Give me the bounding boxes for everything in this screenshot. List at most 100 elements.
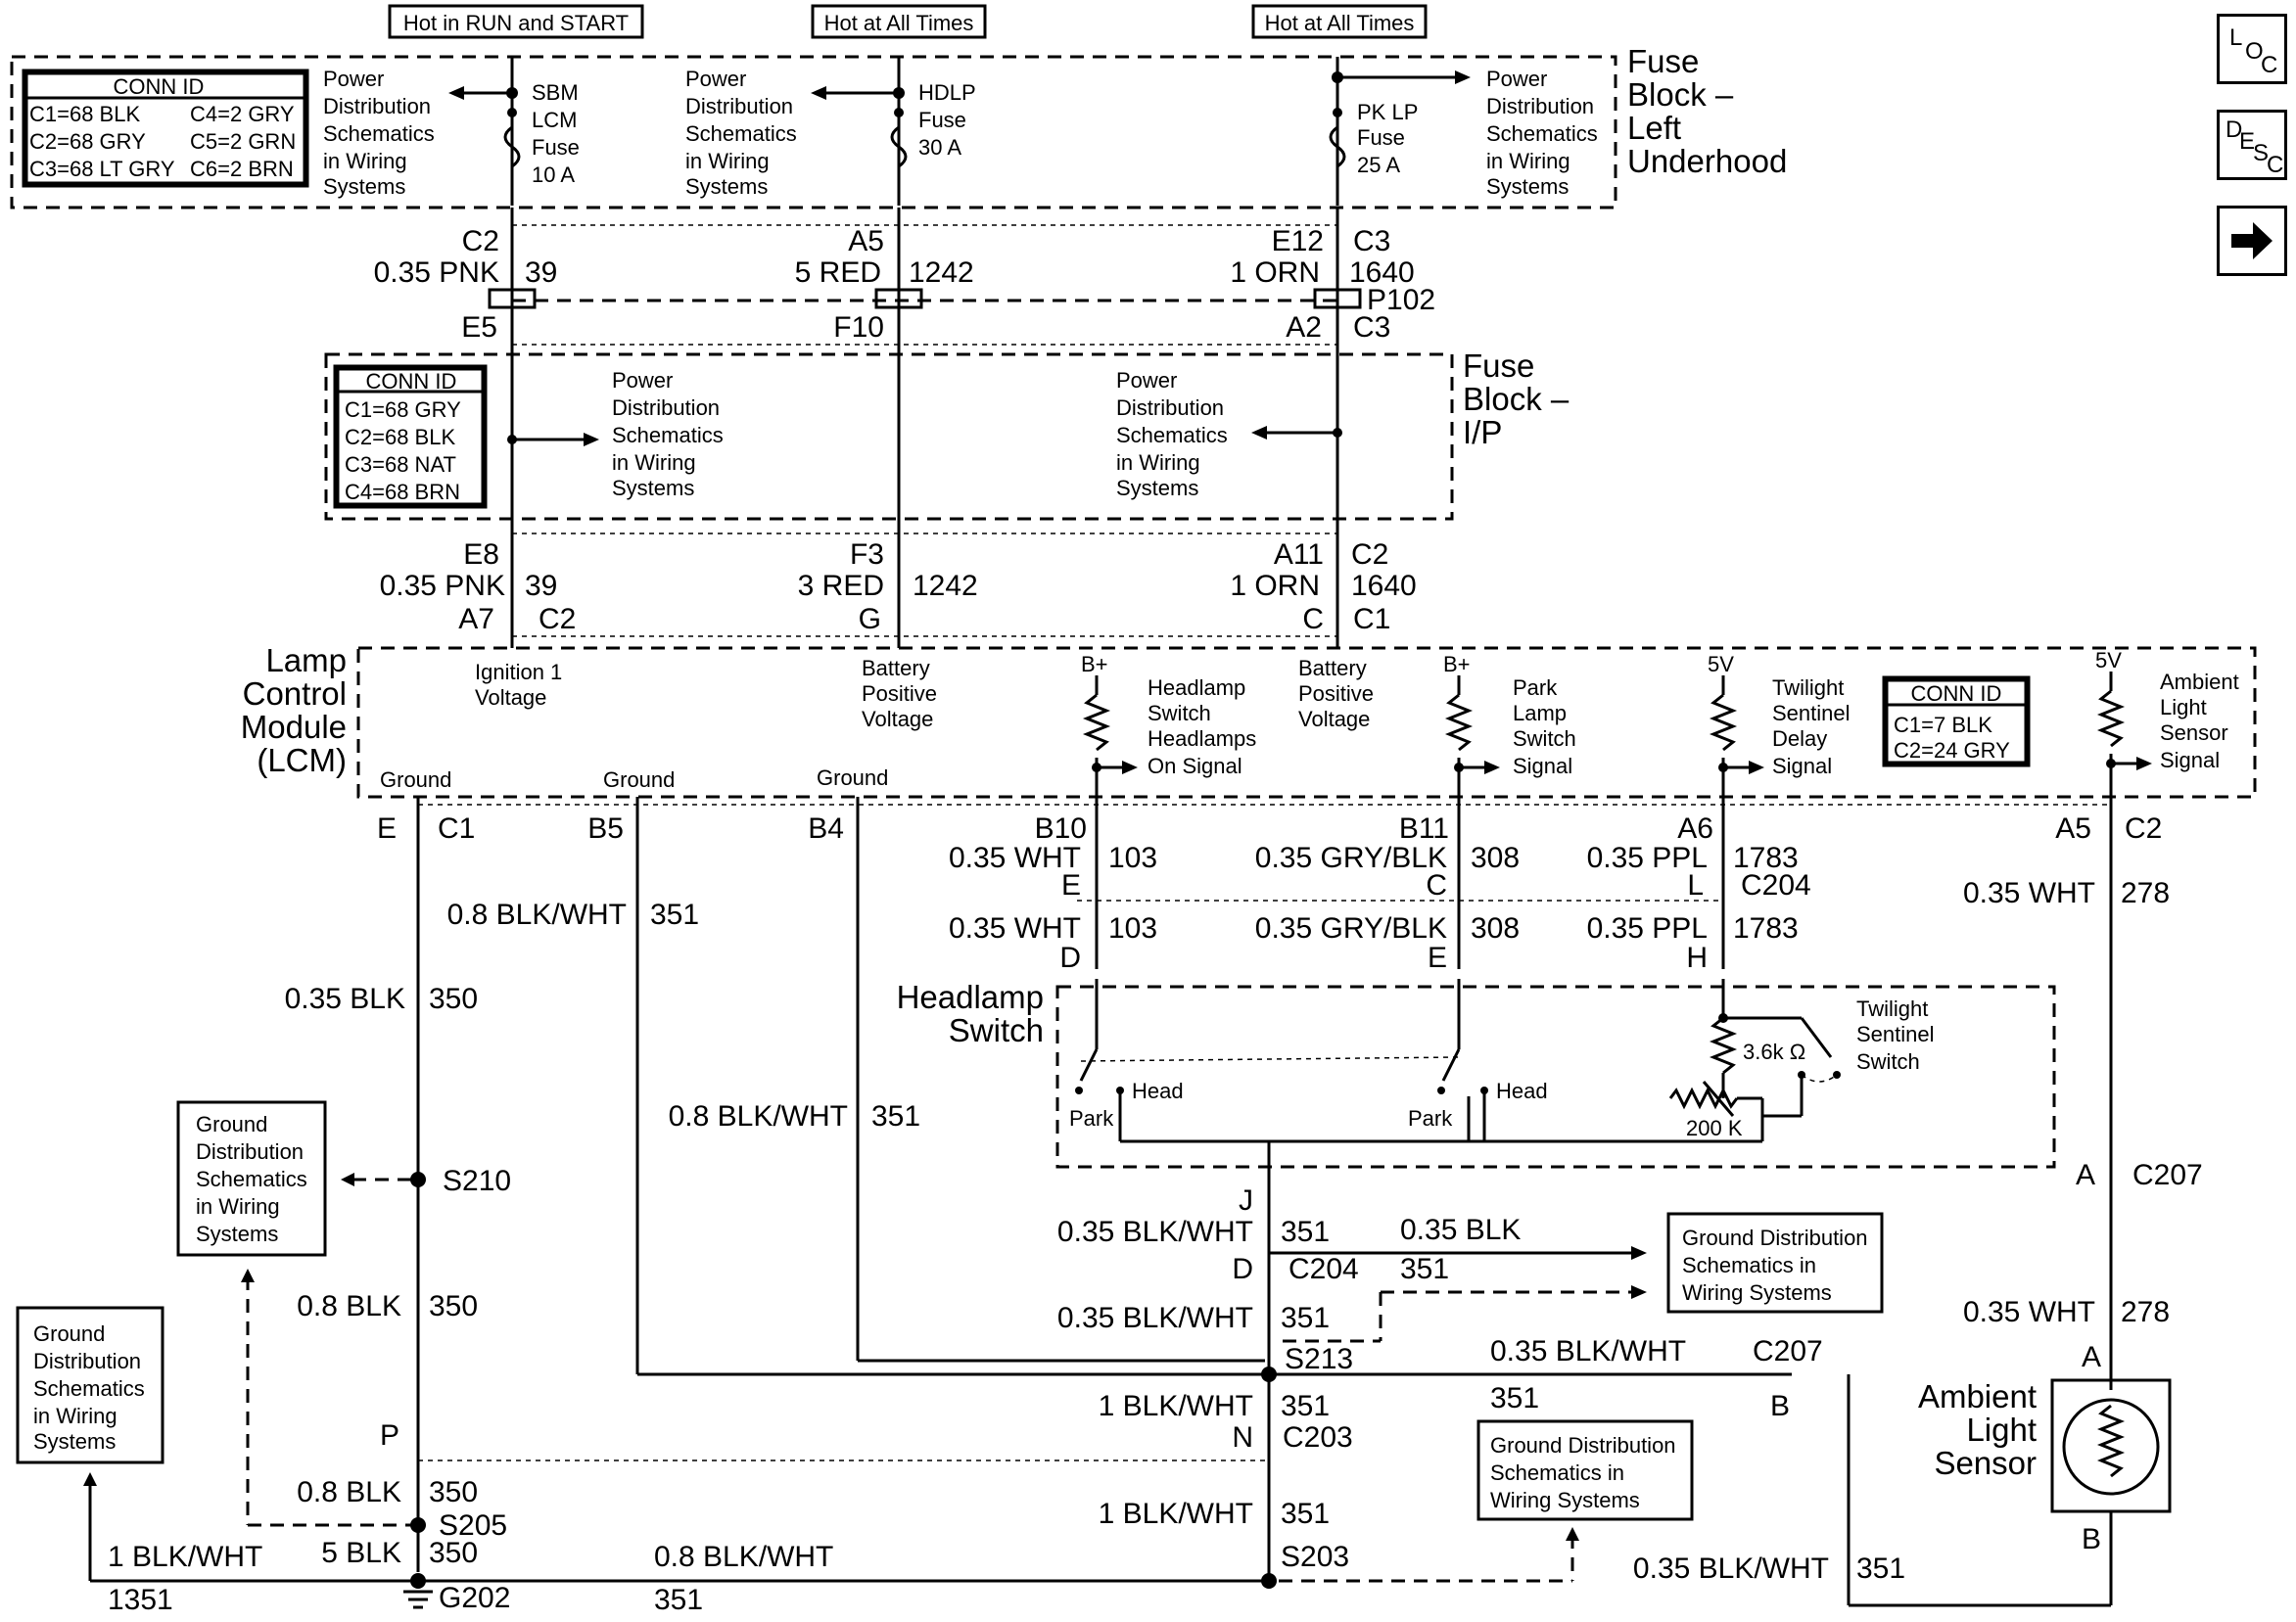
svg-text:Schematics: Schematics bbox=[1116, 423, 1228, 447]
svg-text:5 RED: 5 RED bbox=[795, 256, 881, 289]
svg-text:Module: Module bbox=[241, 709, 347, 745]
svg-text:Signal: Signal bbox=[2160, 748, 2220, 772]
header-all-times-1: Hot at All Times bbox=[811, 4, 987, 39]
svg-text:Voltage: Voltage bbox=[862, 707, 933, 731]
svg-text:Distribution: Distribution bbox=[33, 1349, 141, 1373]
loc-button[interactable]: L O C bbox=[2217, 14, 2287, 84]
svg-text:351: 351 bbox=[650, 899, 699, 931]
svg-text:Fuse: Fuse bbox=[1627, 43, 1699, 79]
svg-text:350: 350 bbox=[429, 983, 478, 1015]
svg-text:Voltage: Voltage bbox=[475, 685, 546, 710]
svg-text:0.8 BLK/WHT: 0.8 BLK/WHT bbox=[654, 1541, 833, 1573]
svg-text:3.6k Ω: 3.6k Ω bbox=[1743, 1040, 1805, 1064]
svg-text:D: D bbox=[1059, 942, 1081, 974]
svg-text:C1=68 GRY: C1=68 GRY bbox=[345, 397, 461, 422]
header-all-times-1-label: Hot at All Times bbox=[824, 11, 974, 35]
svg-text:0.35 BLK/WHT: 0.35 BLK/WHT bbox=[1057, 1216, 1253, 1248]
svg-text:Twilight: Twilight bbox=[1772, 675, 1844, 700]
svg-text:30 A: 30 A bbox=[918, 135, 961, 160]
svg-text:1242: 1242 bbox=[913, 570, 978, 602]
svg-text:1 BLK/WHT: 1 BLK/WHT bbox=[108, 1541, 262, 1573]
conn-id-box-lcm: CONN ID C1=7 BLK C2=24 GRY bbox=[1882, 675, 2031, 767]
svg-text:B10: B10 bbox=[1035, 812, 1087, 845]
svg-text:0.35 BLK/WHT: 0.35 BLK/WHT bbox=[1490, 1335, 1686, 1367]
svg-text:A: A bbox=[2076, 1159, 2095, 1191]
svg-text:Light: Light bbox=[1966, 1412, 2037, 1448]
svg-text:C204: C204 bbox=[1289, 1253, 1359, 1285]
svg-text:S210: S210 bbox=[443, 1165, 511, 1197]
svg-text:Switch: Switch bbox=[1856, 1049, 1920, 1074]
svg-text:Systems: Systems bbox=[196, 1222, 278, 1246]
svg-text:0.35 BLK/WHT: 0.35 BLK/WHT bbox=[1633, 1552, 1829, 1585]
svg-text:Headlamp: Headlamp bbox=[1148, 675, 1245, 700]
svg-text:LCM: LCM bbox=[532, 108, 577, 132]
svg-text:350: 350 bbox=[429, 1290, 478, 1322]
pds-note-5: Power Distribution Schematics in Wiring … bbox=[1116, 368, 1228, 500]
svg-text:Ground: Ground bbox=[33, 1321, 105, 1346]
svg-text:E12: E12 bbox=[1272, 225, 1324, 257]
svg-text:Power: Power bbox=[1486, 67, 1547, 91]
svg-text:B+: B+ bbox=[1081, 652, 1108, 676]
svg-text:Battery: Battery bbox=[1298, 656, 1367, 680]
svg-text:B11: B11 bbox=[1399, 812, 1449, 845]
svg-text:Headlamp: Headlamp bbox=[897, 979, 1044, 1015]
pullup-headlamp: B+ Headlamp Switch Headlamps On Signal bbox=[1081, 652, 1256, 812]
svg-text:351: 351 bbox=[1281, 1302, 1330, 1334]
arrow-right-icon bbox=[2231, 222, 2273, 259]
pullup-twilight: 5V Twilight Sentinel Delay Signal bbox=[1708, 652, 1851, 812]
svg-text:C6=2 BRN: C6=2 BRN bbox=[190, 157, 294, 181]
svg-text:B4: B4 bbox=[808, 812, 844, 845]
svg-text:Positive: Positive bbox=[1298, 681, 1374, 706]
fuse-sbm-lcm: SBM LCM Fuse 10 A bbox=[532, 80, 580, 187]
pds-note-3: Power Distribution Schematics in Wiring … bbox=[1486, 67, 1598, 199]
svg-text:0.35 WHT: 0.35 WHT bbox=[1963, 877, 2095, 909]
svg-text:351: 351 bbox=[654, 1584, 703, 1616]
svg-text:Fuse: Fuse bbox=[1357, 125, 1405, 150]
svg-text:Lamp: Lamp bbox=[265, 642, 347, 678]
svg-text:Ambient: Ambient bbox=[2160, 670, 2239, 694]
pds-note-4: Power Distribution Schematics in Wiring … bbox=[612, 368, 724, 500]
svg-text:Park: Park bbox=[1408, 1106, 1453, 1131]
svg-text:0.35 BLK: 0.35 BLK bbox=[1400, 1214, 1521, 1246]
svg-text:25 A: 25 A bbox=[1357, 153, 1400, 177]
svg-text:0.35 WHT: 0.35 WHT bbox=[1963, 1296, 2095, 1328]
svg-text:C3=68 LT GRY: C3=68 LT GRY bbox=[29, 157, 175, 181]
svg-text:5V: 5V bbox=[2095, 648, 2122, 672]
lcm-boundary bbox=[356, 646, 2257, 799]
next-button[interactable] bbox=[2217, 206, 2287, 276]
svg-text:Systems: Systems bbox=[685, 174, 768, 199]
svg-text:Ground: Ground bbox=[196, 1112, 267, 1136]
svg-text:0.8 BLK/WHT: 0.8 BLK/WHT bbox=[447, 899, 627, 931]
svg-text:S205: S205 bbox=[439, 1509, 507, 1542]
svg-text:Switch: Switch bbox=[949, 1012, 1044, 1048]
svg-text:Distribution: Distribution bbox=[196, 1139, 304, 1164]
svg-text:C3=68 NAT: C3=68 NAT bbox=[345, 452, 456, 477]
ambient-light-sensor: Ambient Light Sensor bbox=[1918, 1378, 2172, 1513]
svg-text:351: 351 bbox=[1856, 1552, 1905, 1585]
desc-button[interactable]: D E S C bbox=[2217, 110, 2287, 180]
svg-text:B: B bbox=[1770, 1390, 1790, 1422]
svg-text:10 A: 10 A bbox=[532, 162, 575, 187]
svg-text:5V: 5V bbox=[1708, 652, 1734, 676]
svg-text:C2: C2 bbox=[2125, 812, 2162, 845]
svg-text:Distribution: Distribution bbox=[1486, 94, 1594, 118]
svg-text:in Wiring: in Wiring bbox=[33, 1404, 117, 1428]
pds-note-2: Power Distribution Schematics in Wiring … bbox=[685, 67, 797, 199]
svg-text:A11: A11 bbox=[1274, 538, 1324, 571]
fuse-block-ip-boundary bbox=[324, 352, 1454, 521]
svg-text:C1: C1 bbox=[438, 812, 475, 845]
svg-text:Schematics: Schematics bbox=[196, 1167, 307, 1191]
svg-text:103: 103 bbox=[1108, 912, 1157, 945]
svg-text:On Signal: On Signal bbox=[1148, 754, 1242, 778]
svg-text:Block –: Block – bbox=[1463, 381, 1570, 417]
svg-text:A: A bbox=[2082, 1341, 2101, 1373]
svg-text:Power: Power bbox=[685, 67, 746, 91]
svg-text:Systems: Systems bbox=[1116, 476, 1198, 500]
svg-text:in Wiring: in Wiring bbox=[685, 149, 770, 173]
svg-text:Ground: Ground bbox=[817, 765, 888, 790]
svg-text:in Wiring: in Wiring bbox=[323, 149, 407, 173]
svg-text:Sensor: Sensor bbox=[1934, 1445, 2037, 1481]
svg-text:1 ORN: 1 ORN bbox=[1230, 570, 1320, 602]
gds-box-1: Ground Distribution Schematics in Wiring… bbox=[176, 1100, 327, 1257]
